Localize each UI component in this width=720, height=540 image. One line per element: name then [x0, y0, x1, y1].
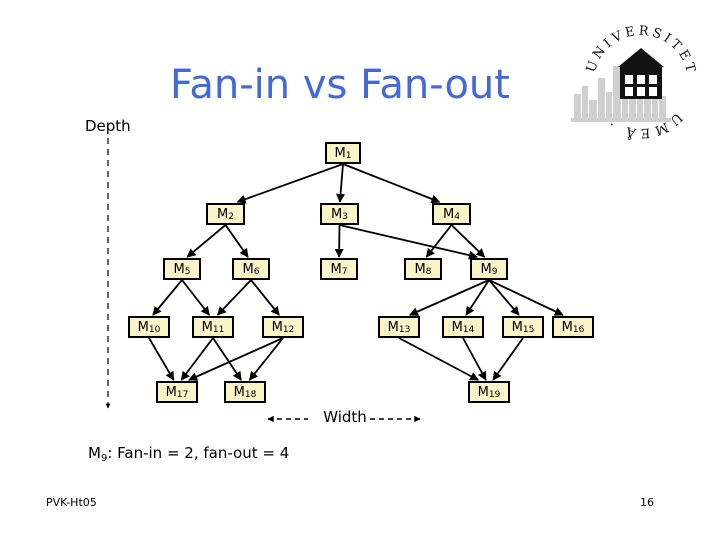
- page-title: Fan-in vs Fan-out: [170, 62, 510, 108]
- node-label: M: [451, 319, 463, 335]
- node-subscript: 13: [398, 324, 411, 335]
- node-label: M: [165, 384, 177, 400]
- graph-edge-m5-m10: [152, 279, 183, 316]
- node-label: M: [173, 261, 185, 277]
- footer-page-number: 16: [640, 496, 654, 509]
- node-label: M: [331, 206, 343, 222]
- graph-edge-m6-m11: [216, 279, 252, 316]
- graph-edge-m11-m17: [180, 337, 214, 381]
- node-label: M: [201, 319, 213, 335]
- node-subscript: 8: [425, 266, 432, 277]
- node-label: M: [334, 145, 346, 161]
- graph-edge-m12-m18: [248, 337, 284, 381]
- node-label: M: [242, 261, 254, 277]
- graph-edge-m12-m17: [188, 337, 284, 381]
- node-label: M: [217, 206, 229, 222]
- node-subscript: 19: [488, 389, 501, 400]
- node-label: M: [480, 261, 492, 277]
- node-label: M: [137, 319, 149, 335]
- graph-edge-m9-m15: [488, 279, 520, 316]
- graph-edge-m2-m5: [186, 224, 227, 258]
- node-label: M: [233, 384, 245, 400]
- graph-edge-m3-m9: [339, 224, 478, 260]
- node-subscript: 6: [253, 266, 260, 277]
- node-subscript: 14: [462, 324, 475, 335]
- graph-edge-m1-m3: [336, 163, 346, 203]
- node-label: M: [414, 261, 426, 277]
- fan-caption: M9: Fan-in = 2, fan-out = 4: [88, 444, 290, 464]
- node-label: M: [561, 319, 573, 335]
- node-label: M: [477, 384, 489, 400]
- node-subscript: 1: [345, 150, 352, 161]
- graph-edge-m9-m16: [488, 279, 564, 316]
- graph-edge-m2-m6: [224, 224, 249, 258]
- node-subscript: 5: [184, 266, 191, 277]
- node-subscript: 9: [491, 266, 498, 277]
- graph-edge-m9-m13: [408, 279, 490, 316]
- graph-edge-m14-m19: [462, 337, 487, 381]
- node-label: M: [330, 261, 342, 277]
- node-subscript: 10: [148, 324, 161, 335]
- node-subscript: 17: [176, 389, 189, 400]
- node-subscript: 15: [522, 324, 535, 335]
- caption-node-letter: M: [88, 444, 101, 462]
- node-subscript: 11: [212, 324, 225, 335]
- depth-axis-label: Depth: [85, 117, 131, 135]
- caption-text: : Fan-in = 2, fan-out = 4: [107, 444, 290, 462]
- graph-edge-m5-m11: [181, 279, 210, 316]
- footer-course-code: PVK-Ht05: [46, 496, 97, 509]
- graph-edge-m11-m18: [212, 337, 242, 381]
- graph-edge-m13-m19: [398, 337, 479, 381]
- node-label: M: [511, 319, 523, 335]
- node-label: M: [387, 319, 399, 335]
- graph-edge-m15-m19: [492, 337, 524, 381]
- node-subscript: 12: [282, 324, 295, 335]
- node-subscript: 18: [244, 389, 257, 400]
- graph-edge-m10-m17: [148, 337, 175, 381]
- graph-edge-m9-m14: [465, 279, 490, 316]
- node-subscript: 3: [342, 211, 348, 222]
- node-label: M: [271, 319, 283, 335]
- caption-node-subscript: 9: [100, 453, 108, 464]
- width-axis-label: Width: [323, 408, 367, 426]
- node-subscript: 16: [572, 324, 585, 335]
- graph-edge-m6-m12: [250, 279, 280, 316]
- graph-edge-m4-m9: [450, 224, 486, 258]
- umea-university-logo: UNIVERSITET UMEÅ ·: [566, 22, 716, 142]
- node-label: M: [443, 206, 455, 222]
- width-axis-group: Width: [262, 408, 428, 430]
- node-subscript: 2: [228, 211, 234, 222]
- graph-edge-m1-m2: [236, 163, 344, 204]
- graph-edge-m1-m4: [342, 163, 441, 204]
- node-subscript: 4: [454, 211, 460, 222]
- node-subscript: 7: [341, 266, 348, 277]
- graph-edge-m4-m8: [425, 224, 453, 258]
